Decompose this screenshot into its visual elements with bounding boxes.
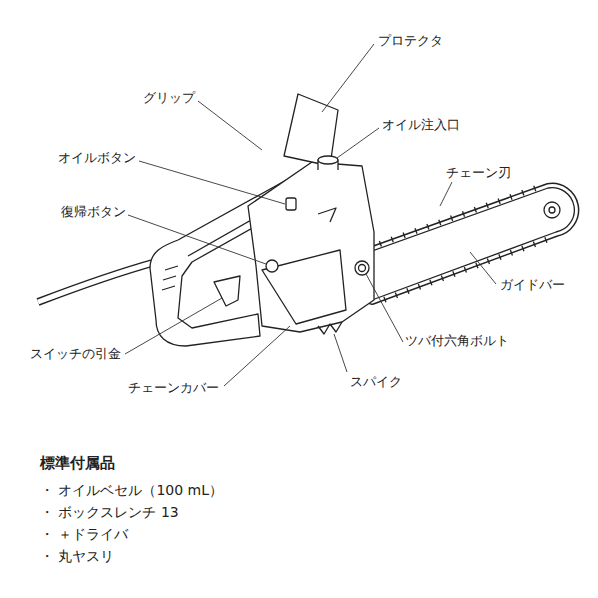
leader-line [337,128,379,158]
bolt-head [359,265,366,272]
sprocket [544,202,560,218]
leader-line [470,252,496,284]
oil-button [286,198,296,210]
accessory-item: ・ オイルベセル（100 mL） [40,482,223,498]
chain-tooth [407,288,409,294]
motor-housing [248,162,374,332]
chain-tooth [379,241,381,247]
chain-tooth [415,228,417,234]
grip-ribs [162,266,178,290]
chain-inner [358,188,574,300]
chain [358,188,574,300]
chain-tooth [498,198,500,204]
chain-tooth [384,297,386,303]
chain-tooth [476,263,478,269]
chain-tooth [510,194,512,200]
part-label: オイル注入口 [382,117,460,133]
switch-trigger [214,276,240,306]
leader-line [366,274,403,342]
guide-bar [358,188,574,300]
chain-tooth [545,237,547,243]
sprocket-hub [549,207,555,213]
oil-cap-top [318,156,338,164]
chain-tooth [439,220,441,226]
leader-line [198,101,262,150]
chain-tooth [453,271,455,277]
accessory-item: ・ ＋ドライバ [40,526,128,542]
protector [284,94,338,166]
leader-line [440,182,452,206]
reset-button [266,260,278,272]
leader-line [334,334,347,372]
leader-line [125,298,222,354]
chain-tooth [427,224,429,230]
part-label: チェーンカバー [128,380,219,396]
chain-tooth [395,292,397,298]
chain-tooth [474,207,476,213]
chain-cover [262,250,346,324]
chain-tooth [499,254,501,260]
part-label: スパイク [350,374,402,390]
part-label: ガイドバー [500,277,565,293]
part-label: 復帰ボタン [61,204,126,220]
part-label: グリップ [143,90,195,106]
accessory-item: ・ ボックスレンチ 13 [40,504,179,520]
leader-line [139,161,285,204]
chain-tooth [462,211,464,217]
flanged-bolt [355,261,369,275]
chain-tooth [510,250,512,256]
housing-mark [318,208,336,222]
chain-tooth [441,275,443,281]
part-label: チェーン刃 [446,165,511,181]
chain-tooth [522,246,524,252]
part-label: スイッチの引金 [30,346,121,362]
chain-tooth [486,203,488,209]
chain-tooth [533,241,535,247]
chainsaw [38,94,574,346]
chain-tooth [391,237,393,243]
leader-line [224,326,290,386]
part-label: オイルボタン [58,150,136,166]
spike [318,322,342,334]
chain-tooth [534,186,536,192]
accessory-item: ・ 丸ヤスリ [40,548,114,564]
leader-line [128,215,266,264]
chain-tooth [464,267,466,273]
part-label: プロテクタ [378,33,443,49]
power-cord [38,262,156,302]
section-heading: 標準付属品 [40,454,115,472]
chain-tooth [522,190,524,196]
chain-tooth [403,232,405,238]
leader-line [322,44,374,112]
power-cord-inner [38,262,156,302]
part-label: ツバ付六角ボルト [405,333,509,349]
chain-tooth [487,258,489,264]
chain-tooth [451,215,453,221]
chain-tooth [418,284,420,290]
chain-tooth [430,280,432,286]
